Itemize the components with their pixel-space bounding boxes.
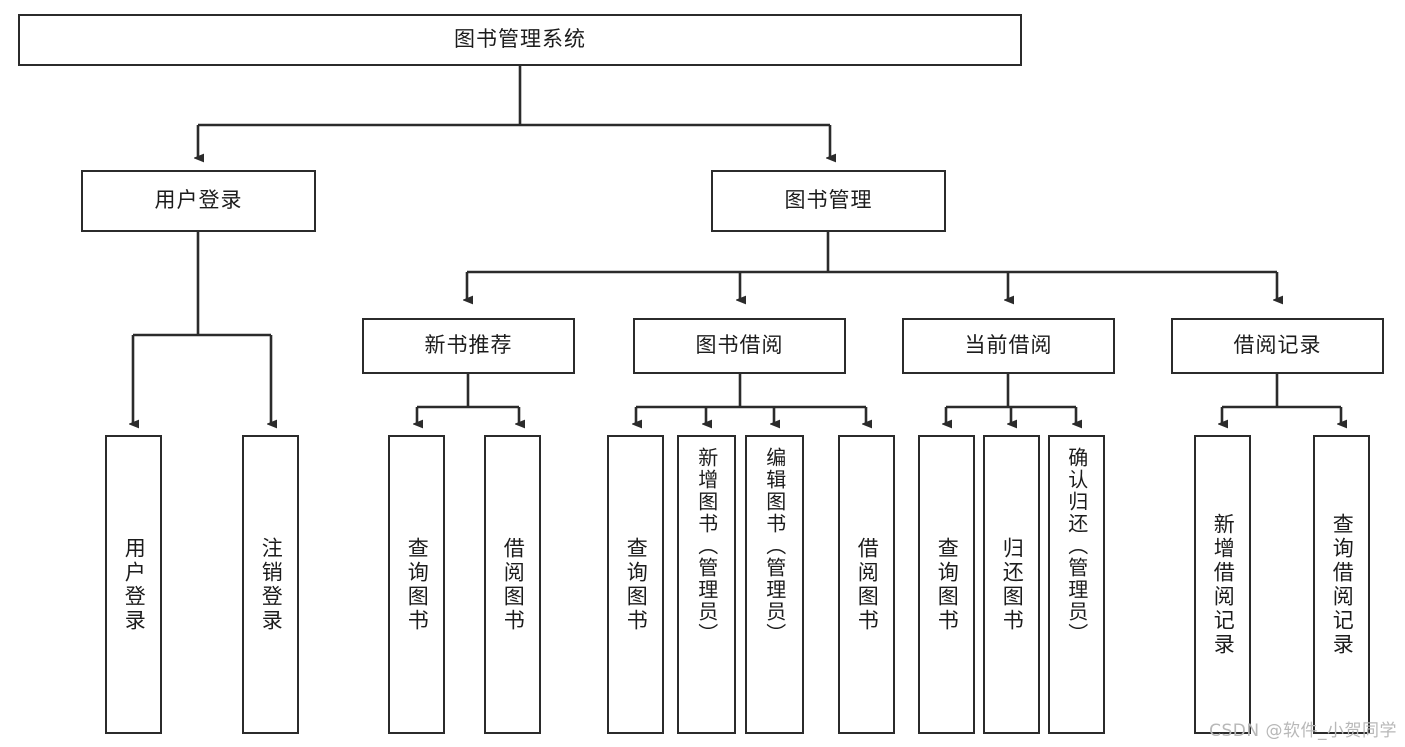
node-borrow-record[interactable]: 借阅记录 [1171,318,1384,374]
node-root[interactable]: 图书管理系统 [18,14,1022,66]
leaf-query-book-1[interactable]: 查询图书 [388,435,445,734]
leaf-confirm-return[interactable]: 确认归还（管理员） [1048,435,1105,734]
node-current-borrow[interactable]: 当前借阅 [902,318,1115,374]
leaf-borrow-book-1[interactable]: 借阅图书 [484,435,541,734]
node-current-borrow-label: 当前借阅 [964,333,1053,358]
leaf-query-record[interactable]: 查询借阅记录 [1313,435,1370,734]
leaf-confirm-return-label: 确认归还（管理员） [1064,447,1089,645]
leaf-edit-book-label: 编辑图书（管理员） [762,447,787,645]
leaf-user-login-label: 用户登录 [122,536,147,633]
node-book-borrow-label: 图书借阅 [695,333,784,358]
leaf-add-book-label: 新增图书（管理员） [694,447,719,645]
leaf-query-book-1-label: 查询图书 [405,536,430,633]
leaf-user-login[interactable]: 用户登录 [105,435,162,734]
leaf-borrow-book-1-label: 借阅图书 [501,536,526,633]
node-user-login-label: 用户登录 [154,188,243,213]
leaf-return-book[interactable]: 归还图书 [983,435,1040,734]
node-borrow-record-label: 借阅记录 [1233,333,1322,358]
leaf-add-record-label: 新增借阅记录 [1211,512,1236,657]
node-book-manage[interactable]: 图书管理 [711,170,946,232]
node-new-book-recommend[interactable]: 新书推荐 [362,318,575,374]
leaf-query-record-label: 查询借阅记录 [1330,512,1355,657]
leaf-add-record[interactable]: 新增借阅记录 [1194,435,1251,734]
leaf-add-book[interactable]: 新增图书（管理员） [677,435,736,734]
leaf-query-book-3-label: 查询图书 [935,536,960,633]
leaf-query-book-2-label: 查询图书 [624,536,649,633]
leaf-query-book-3[interactable]: 查询图书 [918,435,975,734]
leaf-edit-book[interactable]: 编辑图书（管理员） [745,435,804,734]
leaf-query-book-2[interactable]: 查询图书 [607,435,664,734]
leaf-user-logout[interactable]: 注销登录 [242,435,299,734]
node-root-label: 图书管理系统 [454,27,586,52]
leaf-user-logout-label: 注销登录 [259,536,284,633]
leaf-borrow-book-2[interactable]: 借阅图书 [838,435,895,734]
node-book-borrow[interactable]: 图书借阅 [633,318,846,374]
node-new-book-recommend-label: 新书推荐 [424,333,513,358]
leaf-borrow-book-2-label: 借阅图书 [855,536,880,633]
leaf-return-book-label: 归还图书 [1000,536,1025,633]
node-book-manage-label: 图书管理 [784,188,873,213]
node-user-login[interactable]: 用户登录 [81,170,316,232]
watermark: CSDN @软件_小贺同学 [1209,721,1397,741]
